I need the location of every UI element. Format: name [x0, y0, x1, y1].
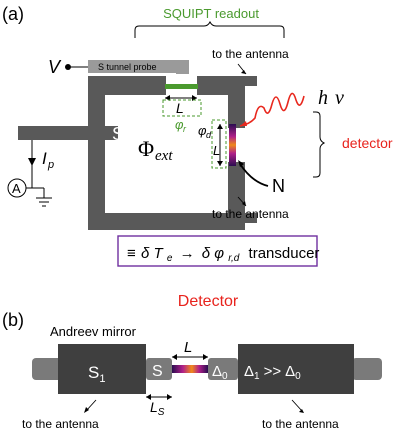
antenna-right-label: to the antenna — [262, 417, 339, 431]
length-d-label: L — [213, 143, 220, 158]
ls-symbol: L — [150, 399, 158, 415]
antenna-top-label: to the antenna — [212, 47, 289, 61]
current-arrowhead — [28, 158, 36, 166]
delta0b-symbol: Δ — [285, 363, 295, 380]
transducer-T-sub: e — [167, 253, 173, 264]
antenna-lead-bottom — [245, 213, 257, 223]
detector-nanowire — [229, 124, 236, 166]
length-b-label: L — [184, 339, 192, 356]
s1-block — [58, 344, 146, 394]
s-tunnel-probe — [88, 60, 189, 73]
antenna-top-arrowhead — [241, 70, 246, 74]
phase-r-box — [162, 99, 202, 117]
phase-r-sub: r — [183, 124, 187, 134]
antenna-left-arrowhead — [84, 407, 89, 413]
transducer-equiv: ≡ — [127, 245, 136, 262]
transducer-delta1: δ — [141, 245, 150, 262]
gg-symbol: >> — [264, 363, 282, 380]
transducer-phi-sub: r,d — [228, 253, 240, 264]
flux-sub: ext — [155, 148, 173, 164]
voltage-terminal — [65, 64, 71, 70]
ammeter-icon — [7, 178, 27, 198]
s1-label: S1 — [88, 363, 105, 385]
n-pointer-head — [238, 160, 244, 167]
ls-sub: S — [158, 407, 165, 418]
antenna-right-arrow — [291, 399, 303, 412]
photon-wave — [239, 92, 305, 127]
left-electrode-lead — [18, 126, 118, 140]
left-lead — [32, 358, 62, 380]
antenna-left-label: to the antenna — [22, 417, 99, 431]
photon-nu: ν — [335, 87, 344, 109]
delta1-relation: Δ1>>Δ0 — [244, 363, 301, 382]
s1-sub: 1 — [99, 373, 105, 385]
transducer-T: T — [154, 245, 165, 262]
n-label: N — [272, 176, 285, 196]
s-block — [146, 358, 172, 380]
right-lead — [352, 358, 382, 380]
delta0-block — [208, 358, 238, 380]
delta0-symbol: Δ — [212, 363, 222, 380]
length-d-arrowheads — [217, 124, 223, 166]
s-block-label: S — [152, 363, 163, 380]
delta1-sub: 1 — [254, 371, 260, 382]
detector-title: Detector — [178, 293, 239, 310]
antenna-bottom-label: to the antenna — [212, 207, 289, 221]
length-r-label: L — [176, 100, 184, 116]
delta0b-sub: 0 — [295, 371, 301, 382]
readout-brace — [134, 20, 285, 38]
voltage-label: V — [48, 57, 62, 77]
readout-nanowire — [165, 84, 198, 89]
antenna-lead-top — [245, 76, 257, 86]
flux-label: Φ — [138, 136, 154, 161]
delta0-sub: 0 — [222, 371, 228, 382]
panel-b-tag: (b) — [2, 310, 24, 330]
delta0-label: Δ0 — [212, 363, 228, 382]
current-sub: p — [47, 159, 54, 171]
phase-d-sub: d — [206, 130, 212, 140]
n-nanowire — [172, 365, 208, 373]
phase-d-symbol: φ — [198, 123, 207, 138]
loop-s-label: S — [112, 124, 124, 144]
delta1-block — [238, 344, 354, 394]
photon-h: h — [318, 87, 328, 109]
detector-brace — [313, 111, 326, 178]
phase-d-box — [211, 119, 227, 169]
transducer-delta2: δ — [202, 245, 211, 262]
antenna-right-arrowhead — [299, 409, 304, 413]
squipt-loop — [88, 76, 245, 230]
transducer-word: transducer — [249, 245, 320, 262]
panel-a-tag: (a) — [2, 4, 24, 24]
transducer-box — [117, 235, 318, 267]
current-label: I — [42, 149, 47, 168]
transducer-phi: φ — [214, 245, 224, 262]
photon-arrowhead — [240, 121, 247, 126]
transducer-arrow: → — [180, 245, 195, 262]
squipt-readout-label: SQUIPT readout — [163, 6, 259, 21]
andreev-mirror-label: Andreev mirror — [50, 324, 137, 339]
delta1-symbol: Δ — [244, 363, 254, 380]
detector-label: detector — [342, 135, 393, 151]
probe-label: S tunnel probe — [98, 62, 157, 72]
transducer-formula: ≡ δ T e → δ φ r,d transducer — [127, 245, 319, 265]
ammeter-label: A — [12, 181, 21, 196]
antenna-bottom-arrowhead — [242, 201, 246, 206]
phase-r-symbol: φ — [175, 117, 184, 132]
n-pointer — [239, 163, 269, 187]
s1-symbol: S — [88, 363, 99, 382]
ls-label: LS — [150, 399, 165, 418]
